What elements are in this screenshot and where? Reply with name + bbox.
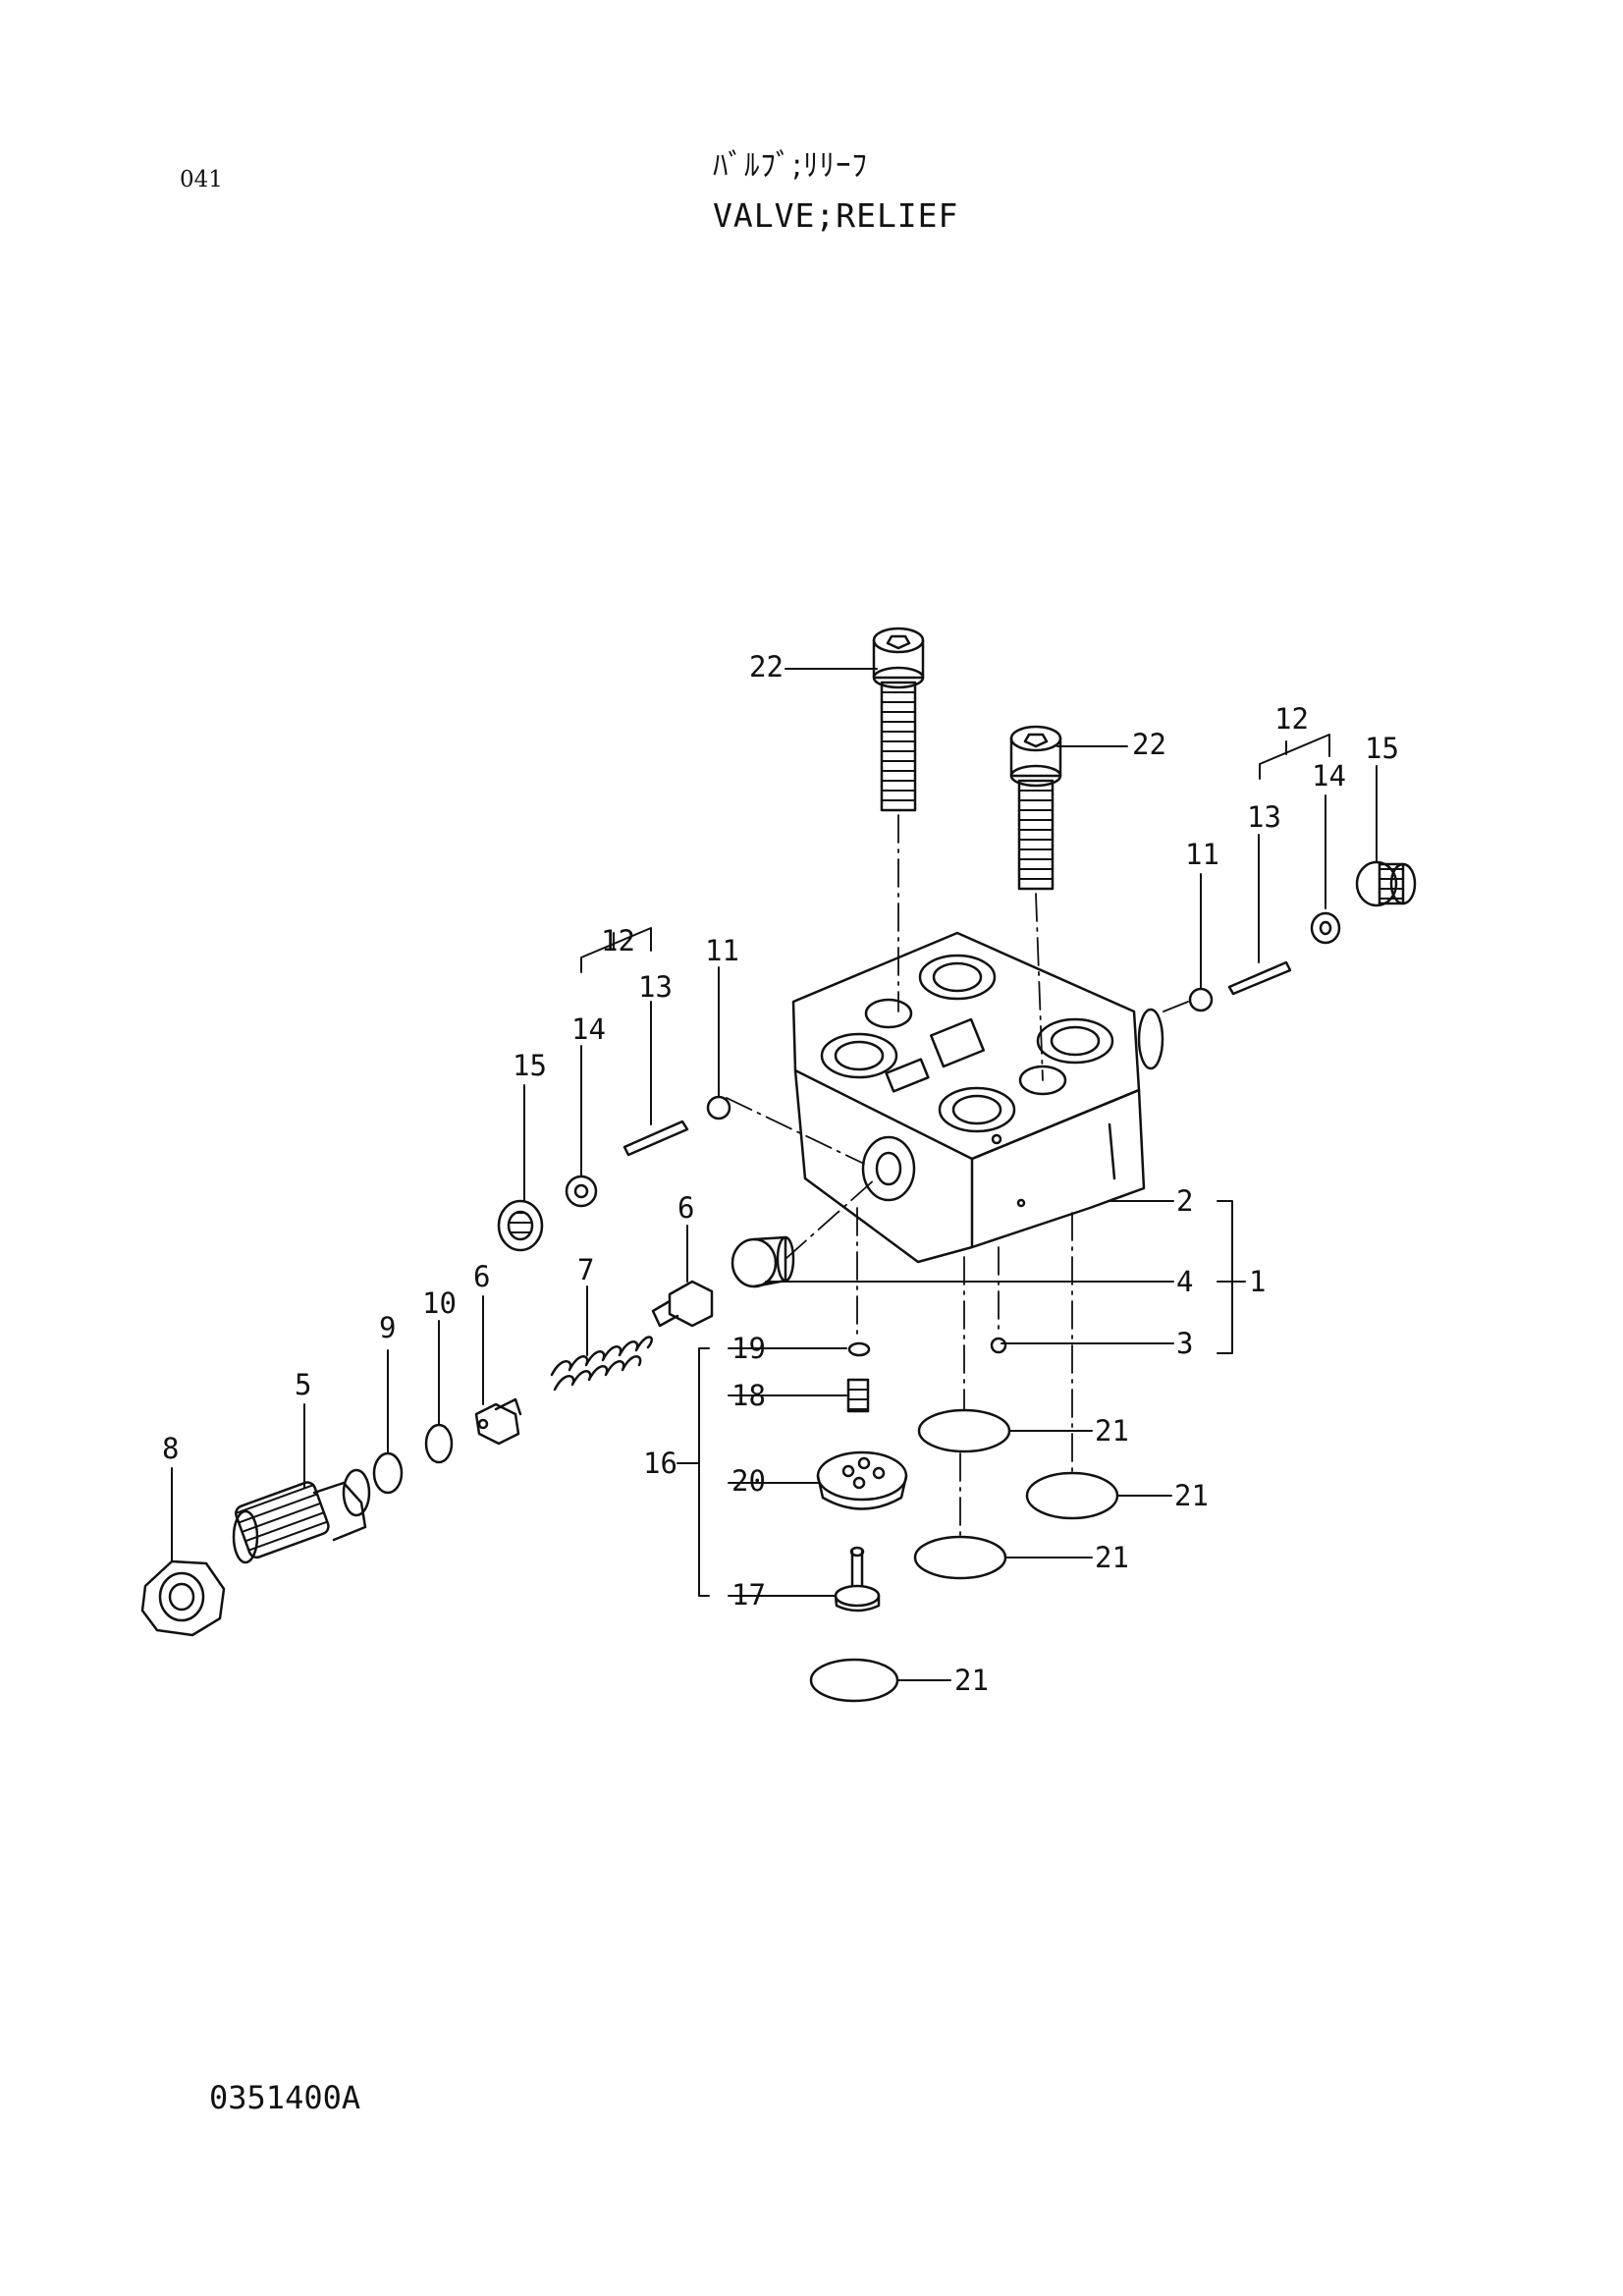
page-number: 041 xyxy=(180,167,223,192)
title-japanese: ﾊﾞﾙﾌﾞ;ﾘﾘｰﾌ xyxy=(713,148,868,184)
callout-21-d: 21 xyxy=(954,1664,989,1697)
hex-nut xyxy=(140,1559,226,1637)
ball-19 xyxy=(847,1341,871,1357)
ball-3 xyxy=(990,1337,1007,1354)
socket-bolt-left xyxy=(872,627,925,812)
callout-6-lower: 6 xyxy=(473,1260,490,1293)
ball-right xyxy=(1188,987,1214,1012)
valve-body xyxy=(791,931,1164,1264)
seat-20 xyxy=(816,1450,908,1510)
ball-left xyxy=(706,1095,731,1121)
o-ring-9 xyxy=(372,1451,404,1495)
callout-12-right: 12 xyxy=(1274,702,1309,736)
callout-13-right: 13 xyxy=(1247,800,1281,834)
stem-17 xyxy=(834,1546,881,1613)
o-ring-21-c xyxy=(913,1535,1007,1580)
callout-8: 8 xyxy=(162,1432,179,1465)
leader-lines xyxy=(171,668,1378,1681)
callout-22-right: 22 xyxy=(1132,728,1166,761)
callout-7: 7 xyxy=(577,1253,594,1286)
plug-right xyxy=(1355,860,1417,907)
callout-20: 20 xyxy=(731,1464,766,1498)
callout-4: 4 xyxy=(1176,1265,1193,1298)
seat-left xyxy=(565,1175,598,1208)
o-ring-21-d xyxy=(809,1658,899,1703)
callout-15-left: 15 xyxy=(513,1049,547,1082)
o-ring-21-b xyxy=(1025,1471,1119,1520)
pin-left xyxy=(622,1120,689,1157)
spring-18 xyxy=(846,1378,870,1413)
callout-17: 17 xyxy=(731,1578,766,1612)
callout-12-left: 12 xyxy=(601,924,635,957)
spring xyxy=(550,1336,653,1392)
callout-13-left: 13 xyxy=(638,970,673,1004)
adjusting-screw xyxy=(232,1468,371,1564)
callout-10: 10 xyxy=(422,1286,457,1320)
callout-16: 16 xyxy=(643,1447,677,1480)
callout-21-b: 21 xyxy=(1174,1479,1209,1512)
callout-2: 2 xyxy=(1176,1184,1193,1218)
callout-5: 5 xyxy=(295,1368,311,1401)
callout-15-right: 15 xyxy=(1365,732,1399,765)
callout-22-left: 22 xyxy=(749,650,784,683)
callout-14-right: 14 xyxy=(1312,759,1346,793)
callout-labels: 22 22 12 13 14 15 11 12 13 14 15 11 6 6 … xyxy=(162,650,1399,1697)
callout-3: 3 xyxy=(1176,1327,1193,1360)
drawing-number: 0351400A xyxy=(209,2079,361,2116)
poppet-upper xyxy=(651,1280,714,1328)
o-ring-10 xyxy=(424,1423,454,1464)
callout-6-upper: 6 xyxy=(677,1191,694,1225)
seat-right xyxy=(1310,911,1341,945)
plug-left xyxy=(497,1199,544,1252)
o-ring-21-a xyxy=(917,1408,1011,1453)
callout-21-a: 21 xyxy=(1095,1414,1129,1448)
callout-14-left: 14 xyxy=(571,1012,606,1046)
callout-9: 9 xyxy=(379,1311,396,1344)
socket-bolt-right xyxy=(1009,725,1062,891)
plug-seat xyxy=(730,1235,795,1288)
callout-11-left: 11 xyxy=(705,934,739,967)
title-english: VALVE;RELIEF xyxy=(713,196,959,235)
callout-18: 18 xyxy=(731,1379,766,1412)
callout-19: 19 xyxy=(731,1332,766,1365)
pin-right xyxy=(1227,960,1292,996)
callout-11-right: 11 xyxy=(1185,838,1219,871)
callout-1: 1 xyxy=(1249,1265,1266,1298)
callout-21-c: 21 xyxy=(1095,1541,1129,1574)
poppet-lower xyxy=(474,1397,522,1446)
